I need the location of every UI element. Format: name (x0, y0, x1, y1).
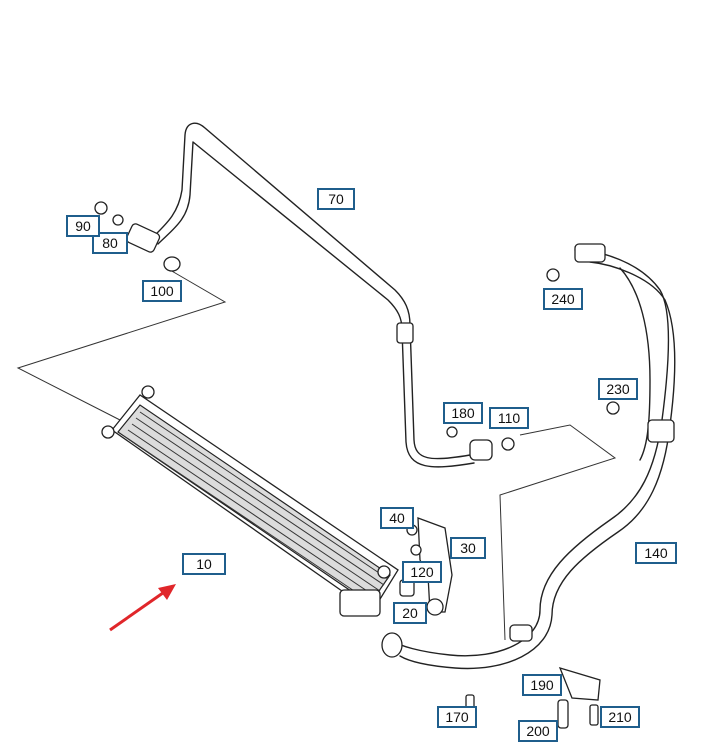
callout-200: 200 (518, 720, 558, 742)
fitting-80-body (125, 223, 161, 253)
pipe-140-joint-upper (647, 419, 675, 443)
clip-90 (94, 201, 108, 215)
callout-30: 30 (450, 537, 486, 559)
pipe-140-top-fitting (574, 243, 606, 263)
o-ring-100 (163, 256, 181, 272)
pipe-140-inner (399, 261, 676, 670)
o-ring-110 (501, 437, 515, 451)
top-blank-area (0, 0, 720, 112)
leader-lines-right (499, 424, 617, 641)
bolt-230 (606, 401, 620, 415)
callout-20: 20 (393, 602, 427, 624)
red-arrow-head (158, 584, 176, 600)
bolt-210 (589, 704, 599, 726)
pipe-140-outer (389, 249, 670, 657)
callout-120: 120 (402, 561, 442, 583)
callout-10: 10 (182, 553, 226, 575)
callout-190: 190 (522, 674, 562, 696)
pipe-70 (149, 122, 471, 460)
clamp-190 (558, 666, 601, 701)
parts-diagram: 10 20 30 40 70 80 90 100 110 120 140 170… (0, 112, 720, 744)
pipe-140-branch (619, 267, 651, 461)
callout-170: 170 (437, 706, 477, 728)
pipe-140-joint-lower (509, 624, 533, 642)
bolt-180 (446, 426, 458, 438)
callout-110: 110 (489, 407, 529, 429)
callout-70: 70 (317, 188, 355, 210)
bolt-120 (410, 544, 422, 556)
callout-140: 140 (635, 542, 677, 564)
red-arrow-line (109, 586, 171, 632)
part-200 (557, 699, 569, 729)
o-ring-80 (112, 214, 124, 226)
callout-180: 180 (443, 402, 483, 424)
leader-lines-upper (16, 269, 227, 421)
pipe-70-bracket (396, 322, 414, 344)
intercooler-10 (101, 385, 399, 617)
callout-40: 40 (380, 507, 414, 529)
callout-210: 210 (600, 706, 640, 728)
callout-80: 80 (92, 232, 128, 254)
o-ring-30 (426, 598, 444, 616)
callout-240: 240 (543, 288, 583, 310)
pipe-70-inner (157, 141, 475, 468)
bolt-240 (546, 268, 560, 282)
pipe-70-fitting (469, 439, 493, 461)
callout-90: 90 (66, 215, 100, 237)
pipe-140-end (381, 632, 403, 658)
callout-100: 100 (142, 280, 182, 302)
diagram-drawing (16, 122, 676, 729)
callout-230: 230 (598, 378, 638, 400)
